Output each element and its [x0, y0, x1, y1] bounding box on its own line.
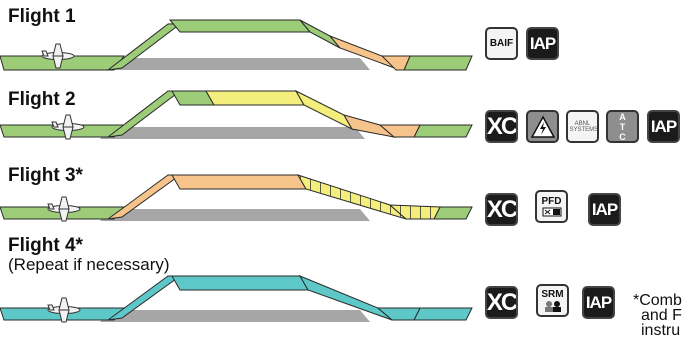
flight-4-ground-right — [413, 307, 473, 321]
flight-1-cruise-band — [168, 19, 312, 33]
xc-icon-label: XC — [486, 288, 517, 316]
iap-icon-label: IAP — [585, 292, 612, 312]
iap-icon-label: IAP — [650, 116, 677, 136]
baif-icon: BAIF — [485, 27, 518, 60]
abnormal-systems-icon-label: ABNL SYSTEMS — [569, 120, 599, 133]
abnormal-systems-icon: ABNL SYSTEMS — [566, 110, 599, 143]
flight-3-profile — [0, 174, 473, 222]
xc-icon: XC — [485, 193, 518, 226]
flight-1-airplane-icon — [41, 43, 75, 69]
iap-icon: IAP — [582, 286, 615, 319]
xc-icon-label: XC — [486, 195, 517, 223]
footnote-line-2: and F — [641, 307, 682, 324]
flight-4-profile — [0, 274, 473, 323]
flight-1-descent-green — [299, 19, 341, 49]
flight-2-descent-yellow — [294, 89, 354, 131]
iap-icon: IAP — [526, 27, 559, 60]
flight-2-ground-right — [413, 124, 473, 138]
xc-icon: XC — [485, 110, 518, 143]
flight-1-ground-shadow — [100, 58, 370, 70]
xc-icon: XC — [485, 286, 518, 319]
people-icon — [544, 301, 561, 312]
xc-icon-label: XC — [486, 112, 517, 140]
pfd-failure-icon: PFD — [535, 190, 568, 223]
flight-1-title: Flight 1 — [8, 6, 76, 27]
warning-triangle-icon — [530, 114, 555, 138]
flight-2-cruise-yellow — [205, 90, 305, 106]
flight-3-ground-right — [433, 206, 473, 220]
flight-4-title: Flight 4* — [8, 235, 83, 256]
iap-icon: IAP — [588, 193, 621, 226]
flight-3-cruise — [171, 174, 307, 190]
iap-icon-label: IAP — [529, 33, 556, 53]
flight-1-ground-left — [0, 55, 125, 71]
flight-2-profile — [0, 89, 473, 140]
flight-2-title: Flight 2 — [8, 89, 76, 110]
screen-icon — [542, 207, 561, 217]
flight-4-cruise — [171, 275, 309, 291]
iap-icon-label: IAP — [591, 199, 618, 219]
iap-icon: IAP — [647, 110, 680, 143]
flight-1-ground-right — [403, 55, 473, 71]
flight-1-approach — [380, 55, 411, 71]
flight-1-profile — [0, 19, 473, 71]
footnote-line-1: *Comb — [633, 293, 682, 309]
atc-tower-icon: ATC — [606, 110, 639, 143]
flight-3-title: Flight 3* — [8, 165, 83, 186]
flight-4-subtitle: (Repeat if necessary) — [8, 255, 170, 274]
emergency-warning-icon — [526, 110, 559, 143]
flight-4-airplane-icon — [47, 297, 81, 323]
footnote: *Comb and F instru — [633, 293, 692, 338]
srm-icon: SRM — [536, 284, 569, 317]
pfd-icon-label: PFD — [541, 196, 562, 207]
flight-3-approach-hatched — [388, 204, 441, 220]
footnote-line-3: instru — [641, 322, 681, 339]
atc-icon-label: ATC — [617, 111, 628, 142]
srm-icon-label: SRM — [541, 289, 564, 300]
flight-2-ground-left — [0, 124, 126, 138]
flight-2-approach — [378, 124, 421, 138]
baif-icon-label: BAIF — [489, 38, 514, 49]
flight-3-airplane-icon — [47, 196, 81, 222]
flight-2-airplane-icon — [51, 114, 85, 140]
flight-4-approach — [376, 307, 421, 321]
